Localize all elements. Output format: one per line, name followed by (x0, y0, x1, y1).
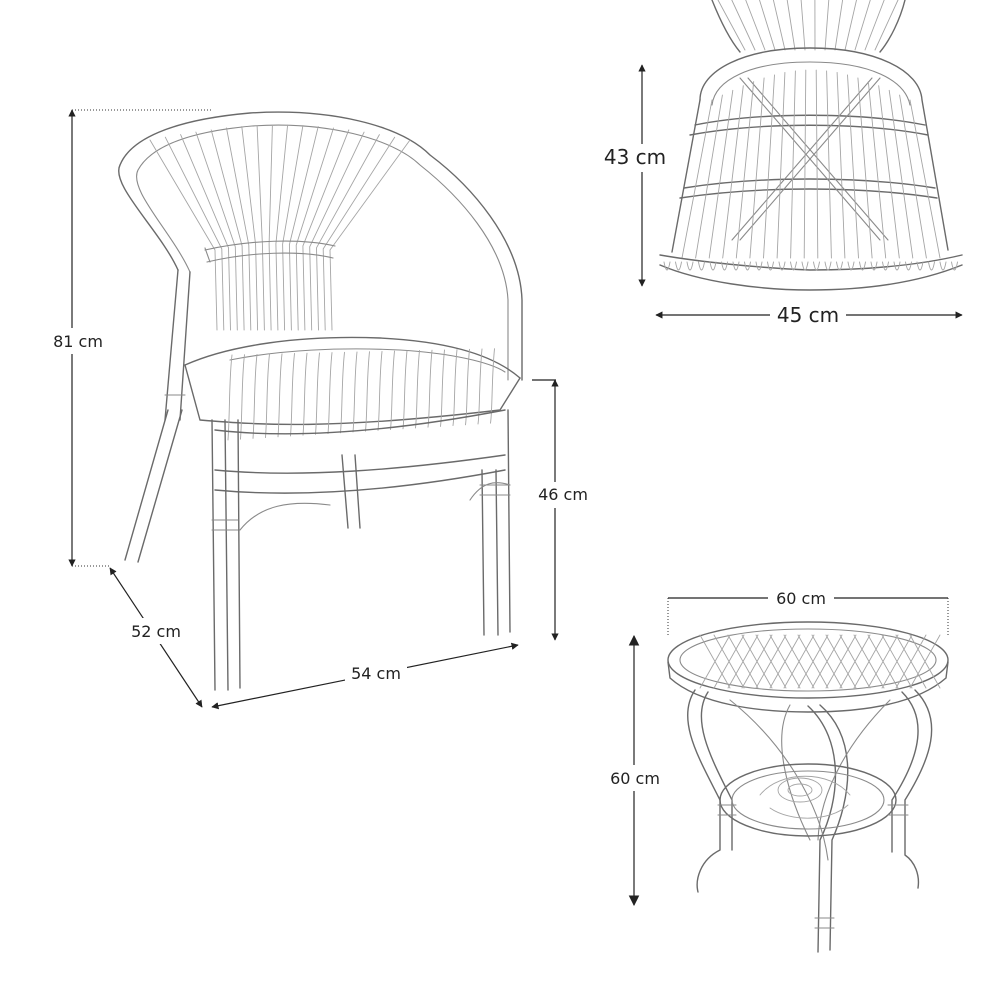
seat-height-dimension: 46 cm (532, 379, 594, 641)
chair-depth-dimension: 52 cm (109, 567, 203, 708)
chair-width-dimension: 54 cm (211, 642, 519, 710)
chair-width-label: 54 cm (351, 664, 401, 683)
chair-depth-label: 52 cm (131, 622, 181, 641)
table-sketch (667, 621, 949, 953)
backrest-height-label: 43 cm (604, 145, 666, 169)
chair-height-dimension: 81 cm (48, 109, 212, 567)
table-diameter-dimension: 60 cm (667, 585, 949, 636)
armchair-sketch (118, 111, 523, 691)
backrest-width-label: 45 cm (777, 303, 839, 327)
table-height-dimension: 60 cm (604, 634, 666, 907)
backrest-detail-sketch (659, 0, 963, 291)
seat-height-label: 46 cm (538, 485, 588, 504)
backrest-width-dimension: 45 cm (655, 301, 963, 329)
table-diameter-label: 60 cm (776, 589, 826, 608)
chair-height-label: 81 cm (53, 332, 103, 351)
backrest-height-dimension: 43 cm (602, 64, 668, 287)
table-height-label: 60 cm (610, 769, 660, 788)
